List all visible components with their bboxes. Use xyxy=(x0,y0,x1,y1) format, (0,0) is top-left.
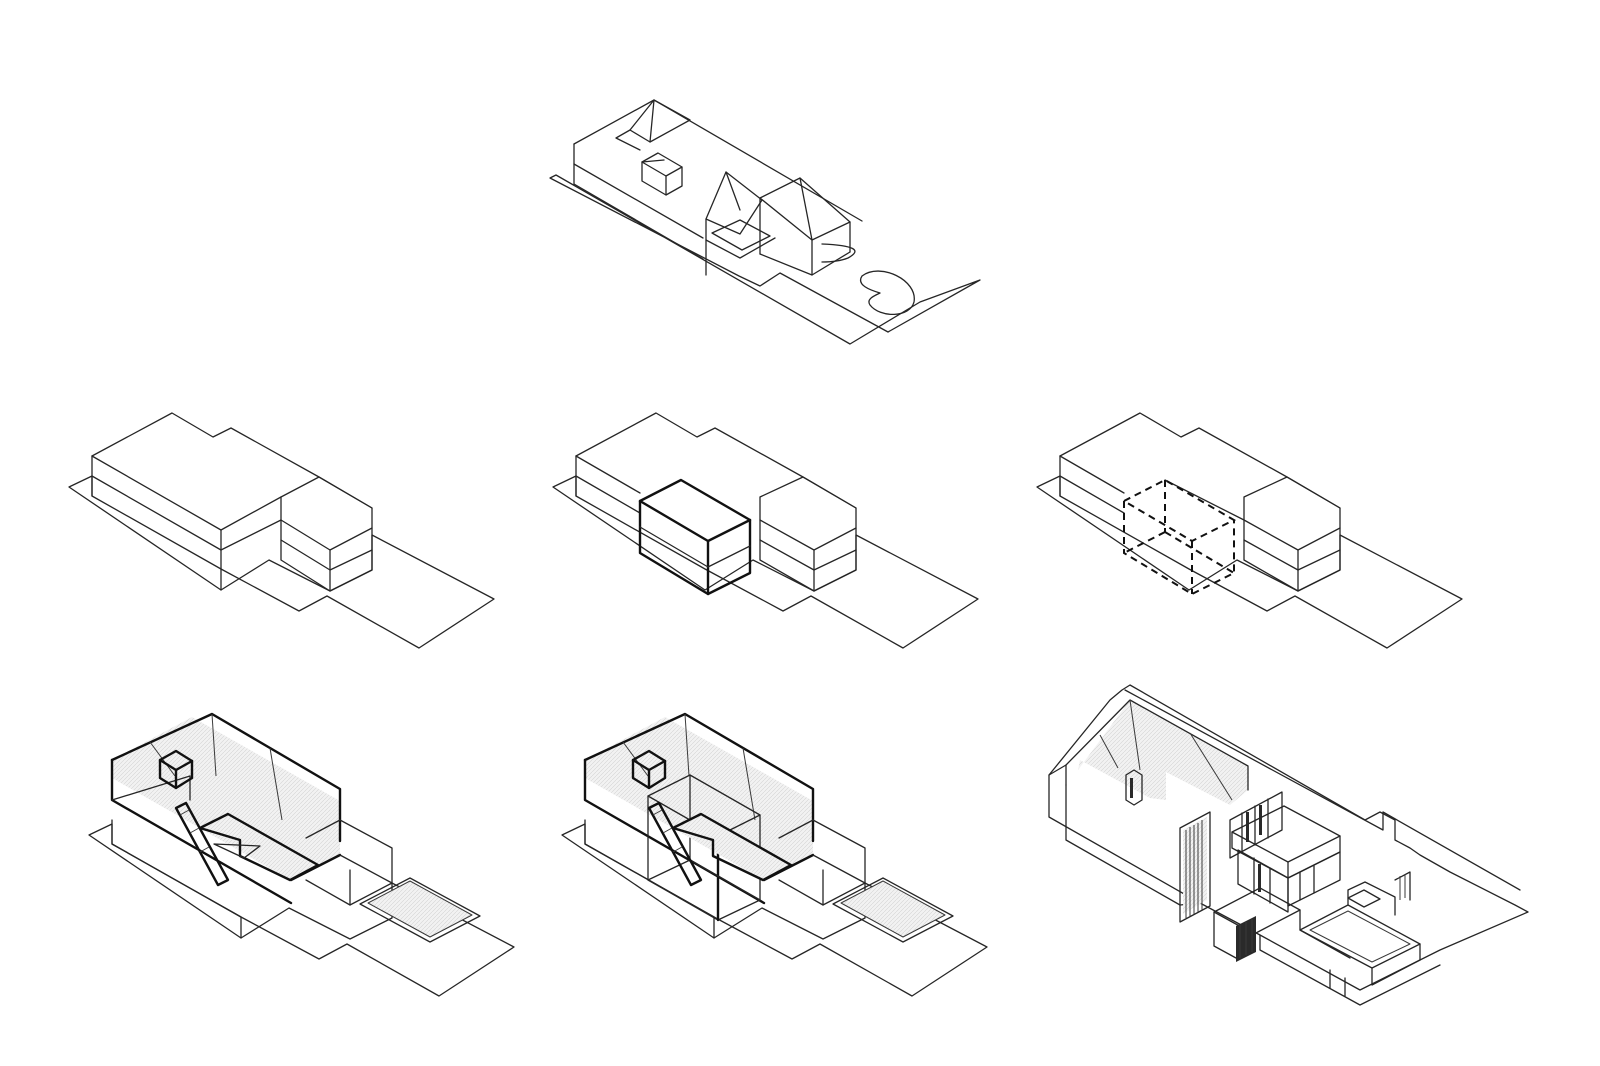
louver-screen xyxy=(1179,811,1211,923)
lower-level xyxy=(1213,887,1351,962)
roof-glazing xyxy=(112,717,340,880)
site-plate xyxy=(552,475,979,649)
site-plate xyxy=(68,475,495,649)
right-volume xyxy=(759,177,856,276)
panel-roof-and-courtyard xyxy=(88,712,515,997)
site-plate xyxy=(1036,475,1463,649)
dormer-box xyxy=(158,749,194,790)
terrace xyxy=(1299,871,1421,986)
stair-ramp xyxy=(174,801,230,887)
panel-existing-house xyxy=(549,99,981,345)
upper-glazing xyxy=(1229,791,1283,859)
roof-lines xyxy=(1065,699,1249,806)
mass-volume xyxy=(91,412,373,592)
panel-removed-volume xyxy=(1036,412,1463,649)
courtyard-cut xyxy=(198,812,320,882)
panel-inserted-volume xyxy=(552,412,979,649)
panel-simple-massing xyxy=(68,412,495,649)
roof-shell xyxy=(110,712,342,905)
small-volume xyxy=(641,152,683,196)
house-block xyxy=(573,99,863,260)
hip-roof xyxy=(615,99,691,151)
removed-box-dashed xyxy=(1121,478,1237,596)
panel-final-section xyxy=(1048,684,1529,1006)
projecting-box xyxy=(1231,805,1341,913)
courtyard-cut xyxy=(671,812,793,882)
site-plate xyxy=(549,174,981,345)
lower-volume xyxy=(111,819,393,939)
middle-volume xyxy=(705,171,776,276)
pool-kidney xyxy=(859,270,915,316)
pool-rect xyxy=(832,877,954,943)
mass-volume xyxy=(575,412,857,592)
stair-ramp xyxy=(647,801,703,887)
mass-volume xyxy=(1059,412,1341,592)
pool-rect xyxy=(359,877,481,943)
panel-roof-courtyard-volume xyxy=(561,712,988,997)
roof-glazing xyxy=(1078,700,1248,805)
inserted-box xyxy=(638,478,752,596)
dormer-box xyxy=(631,749,667,790)
